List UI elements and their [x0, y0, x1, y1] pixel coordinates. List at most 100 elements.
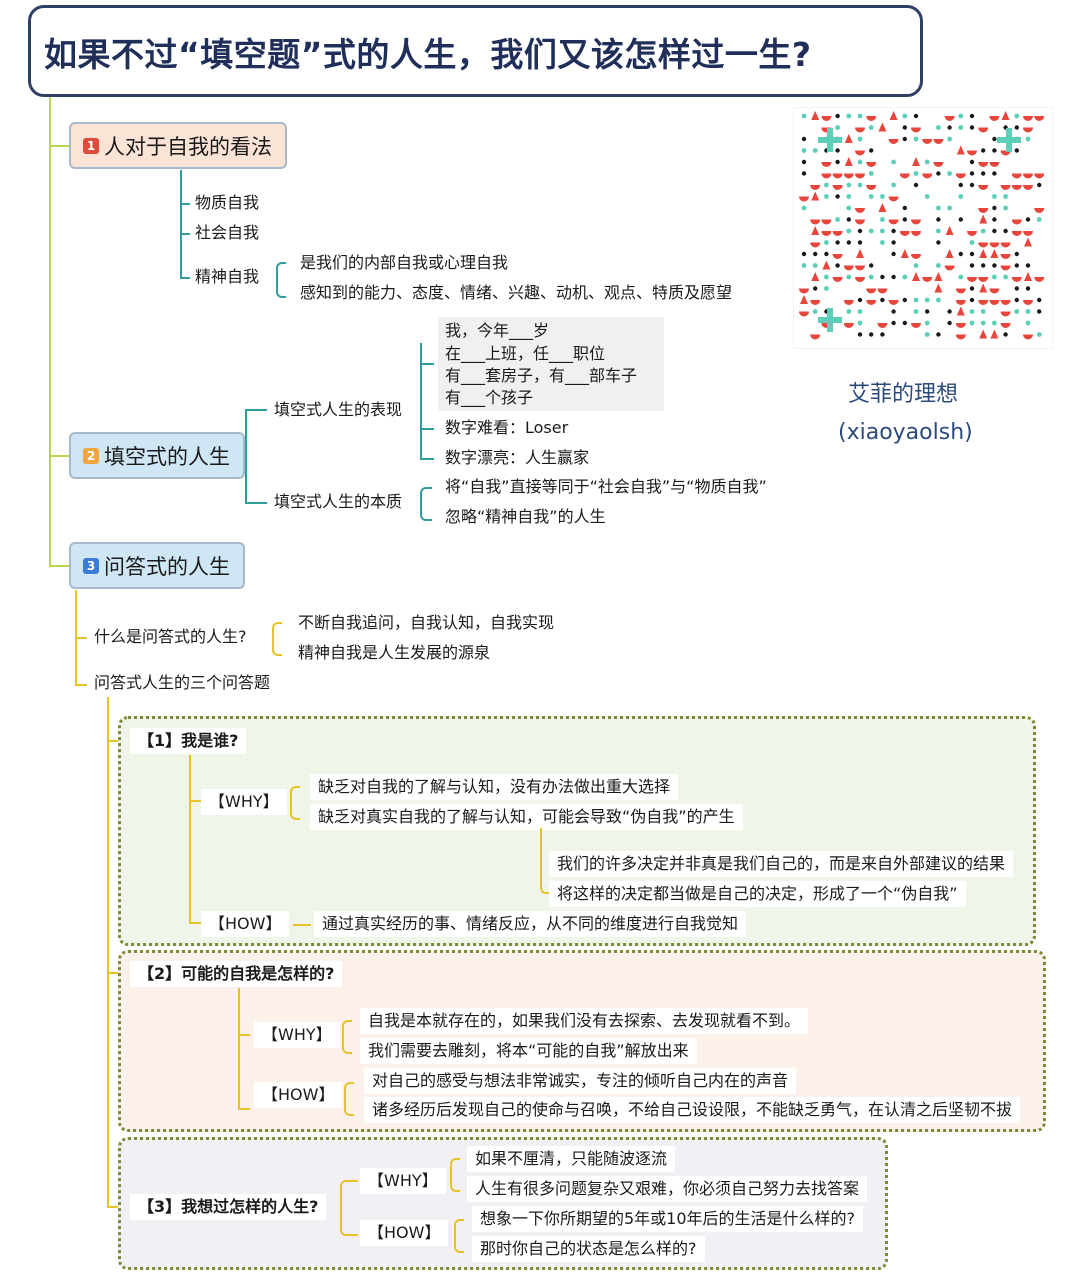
q1-why-sub-1: 我们的许多决定并非真是我们自己的，而是来自外部建议的结果: [549, 851, 1013, 877]
qr-dot: [1003, 206, 1008, 211]
qr-dot: [846, 194, 851, 199]
q2-why-2: 我们需要去雕刻，将本“可能的自我”解放出来: [360, 1038, 697, 1064]
qr-dot: [956, 335, 966, 340]
qr-dot: [911, 231, 921, 236]
qr-dot: [866, 185, 876, 190]
qr-dot: [835, 194, 839, 198]
qr-dot: [1037, 332, 1042, 337]
qr-dot: [878, 123, 886, 132]
qr-dot: [866, 289, 876, 294]
qr-dot: [855, 208, 865, 213]
q1-how-h2: [293, 924, 311, 926]
spirit-detail-1: 是我们的内部自我或心理自我: [300, 253, 508, 273]
qr-dot: [824, 252, 828, 256]
qr-dot: [821, 231, 831, 236]
s2b1-h3: [420, 458, 434, 460]
section2-node[interactable]: 2 填空式的人生: [69, 432, 245, 479]
s2-vline: [245, 409, 247, 503]
qr-dot: [981, 263, 985, 267]
qr-dot: [802, 252, 806, 256]
qr-dot: [956, 323, 966, 328]
qr-dot: [979, 249, 987, 258]
qr-dot: [922, 139, 932, 144]
what-bracket: [272, 622, 282, 656]
qr-dot: [914, 298, 919, 303]
qr-dot: [989, 289, 999, 294]
qr-dot: [1015, 252, 1019, 256]
qr-dot: [978, 185, 988, 190]
qr-dot: [891, 309, 895, 313]
qr-dot: [1023, 174, 1033, 179]
qr-dot: [869, 263, 873, 267]
qr-dot: [818, 137, 842, 143]
qr-dot: [846, 114, 851, 119]
qr-dot: [858, 298, 862, 302]
s3-h1: [75, 637, 87, 639]
section3-node[interactable]: 3 问答式的人生: [69, 542, 245, 589]
qr-dot: [835, 148, 839, 152]
three-questions: 问答式人生的三个问答题: [94, 673, 270, 693]
spirit-detail-2: 感知到的能力、态度、情绪、兴趣、动机、观点、特质及愿望: [300, 283, 732, 303]
qr-dot: [933, 139, 943, 144]
what-answer-1: 不断自我追问，自我认知，自我实现: [298, 613, 554, 633]
qr-dot: [811, 111, 819, 120]
qr-dot: [845, 134, 853, 143]
qr-dot: [1034, 277, 1044, 282]
qr-dot: [1015, 298, 1019, 302]
section1-number: 1: [83, 138, 99, 154]
qr-dot: [957, 146, 965, 155]
q1-how-text: 通过真实经历的事、情绪反应，从不同的维度进行自我觉知: [314, 911, 746, 937]
qr-dot: [813, 263, 818, 268]
qr-dot: [866, 300, 876, 305]
qr-dot: [1026, 137, 1031, 142]
qr-dot: [844, 174, 854, 179]
qr-dot: [855, 151, 865, 156]
qr-dot: [824, 286, 829, 291]
qr-dot: [936, 206, 941, 211]
qr-dot: [813, 148, 818, 153]
qr-dot: [889, 300, 899, 305]
blank-2: 在___上班，任___职位: [445, 344, 605, 364]
qr-dot: [911, 323, 921, 328]
s2b1-vline: [420, 343, 422, 459]
q3-how-1: 想象一下你所期望的5年或10年后的生活是什么样的?: [472, 1206, 863, 1232]
qr-dot: [902, 114, 907, 119]
q3-how-label: 【HOW】: [360, 1220, 448, 1246]
qr-dot: [889, 197, 899, 202]
qr-dot: [822, 261, 830, 270]
qr-dot: [1026, 263, 1030, 267]
qr-dot: [810, 243, 820, 248]
qr-dot: [1012, 231, 1022, 236]
qr-dot: [833, 185, 843, 190]
qr-dot: [911, 220, 921, 225]
section1-node[interactable]: 1 人对于自我的看法: [69, 122, 287, 169]
qr-dot: [835, 217, 840, 222]
qr-dot: [978, 208, 988, 213]
qr-dot: [978, 300, 988, 305]
qr-dot: [802, 206, 807, 211]
qr-dot: [858, 229, 862, 233]
qr-dot: [947, 137, 952, 142]
trunk-branch-1: [49, 145, 71, 147]
qr-dot: [992, 275, 997, 280]
q3-title: 【3】我想过怎样的人生?: [130, 1194, 326, 1220]
qr-dot: [903, 125, 907, 129]
q1-why-bracket: [290, 786, 300, 820]
qr-dot: [979, 284, 987, 293]
qr-dot: [992, 217, 996, 221]
qr-dot: [970, 160, 974, 164]
qr-dot: [813, 286, 817, 290]
q3-why-label: 【WHY】: [360, 1168, 446, 1194]
qr-dot: [989, 243, 999, 248]
qr-dot: [959, 183, 963, 187]
qr-dot: [1001, 300, 1011, 305]
qr-dot: [1015, 286, 1019, 290]
qr-dot: [878, 203, 886, 212]
qr-dot: [1015, 148, 1019, 152]
q3-how-bracket: [454, 1219, 464, 1253]
qr-dot: [858, 309, 863, 314]
qr-dot: [981, 229, 986, 234]
q2-how-label: 【HOW】: [254, 1082, 342, 1108]
qr-dot: [903, 206, 907, 210]
qr-dot: [970, 309, 975, 314]
